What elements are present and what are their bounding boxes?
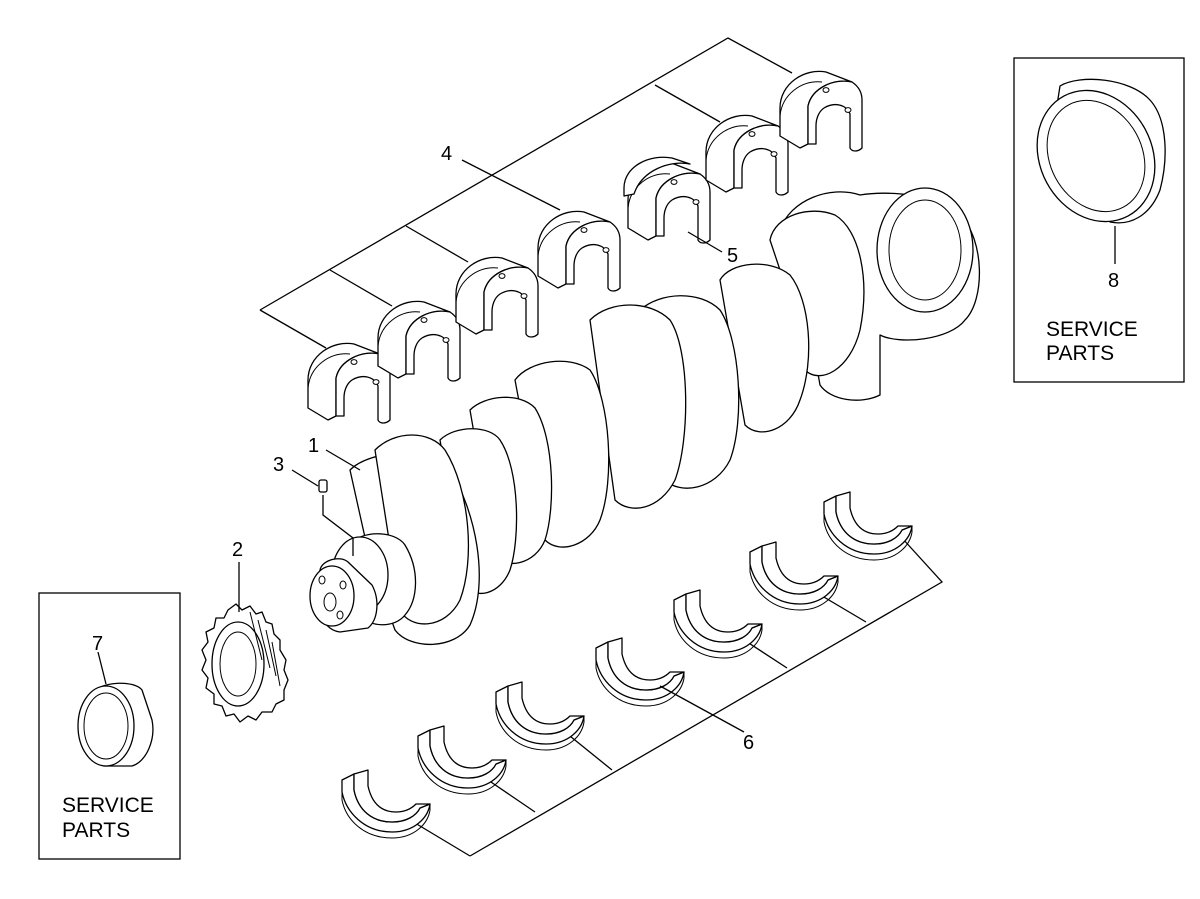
- crankshaft-gear: [201, 603, 289, 723]
- gear-ring-service-part: [77, 682, 154, 767]
- thrust-bearing-shell: [623, 156, 711, 244]
- lower-bearing-shell: [341, 769, 431, 839]
- callout-3: 3: [273, 454, 284, 476]
- callout-2: 2: [232, 539, 243, 561]
- callout-6: 6: [743, 732, 754, 754]
- service-parts-box-right: SERVICE PARTS: [1013, 57, 1185, 383]
- leader-lines: [97, 159, 1116, 733]
- callout-7: 7: [92, 633, 103, 655]
- lower-bearing-shell: [823, 491, 913, 561]
- callout-5: 5: [727, 245, 738, 267]
- lower-bearing-shell: [673, 589, 763, 659]
- upper-bearing-shell: [377, 300, 461, 382]
- service-label-line1: SERVICE: [1046, 318, 1138, 341]
- lower-bearing-shell: [595, 637, 685, 707]
- upper-bearing-bracket: [259, 37, 793, 349]
- service-parts-box-left: SERVICE PARTS: [38, 592, 181, 860]
- upper-bearing-shell: [779, 70, 863, 152]
- dowel-pin: [318, 479, 354, 556]
- service-label-line1: SERVICE: [62, 794, 154, 817]
- callout-8: 8: [1108, 270, 1119, 292]
- callout-1: 1: [308, 435, 319, 457]
- wear-sleeve-service-part: [1036, 78, 1166, 224]
- lower-bearing-shell: [495, 681, 585, 751]
- upper-bearing-shell: [537, 210, 621, 292]
- service-label-line2: PARTS: [1046, 342, 1114, 365]
- crankshaft: [309, 187, 981, 646]
- lower-bearing-shell: [749, 541, 839, 611]
- service-label-line2: PARTS: [62, 819, 130, 842]
- callout-4: 4: [441, 143, 452, 165]
- upper-bearing-shell: [455, 256, 539, 338]
- upper-bearing-shell: [705, 114, 789, 196]
